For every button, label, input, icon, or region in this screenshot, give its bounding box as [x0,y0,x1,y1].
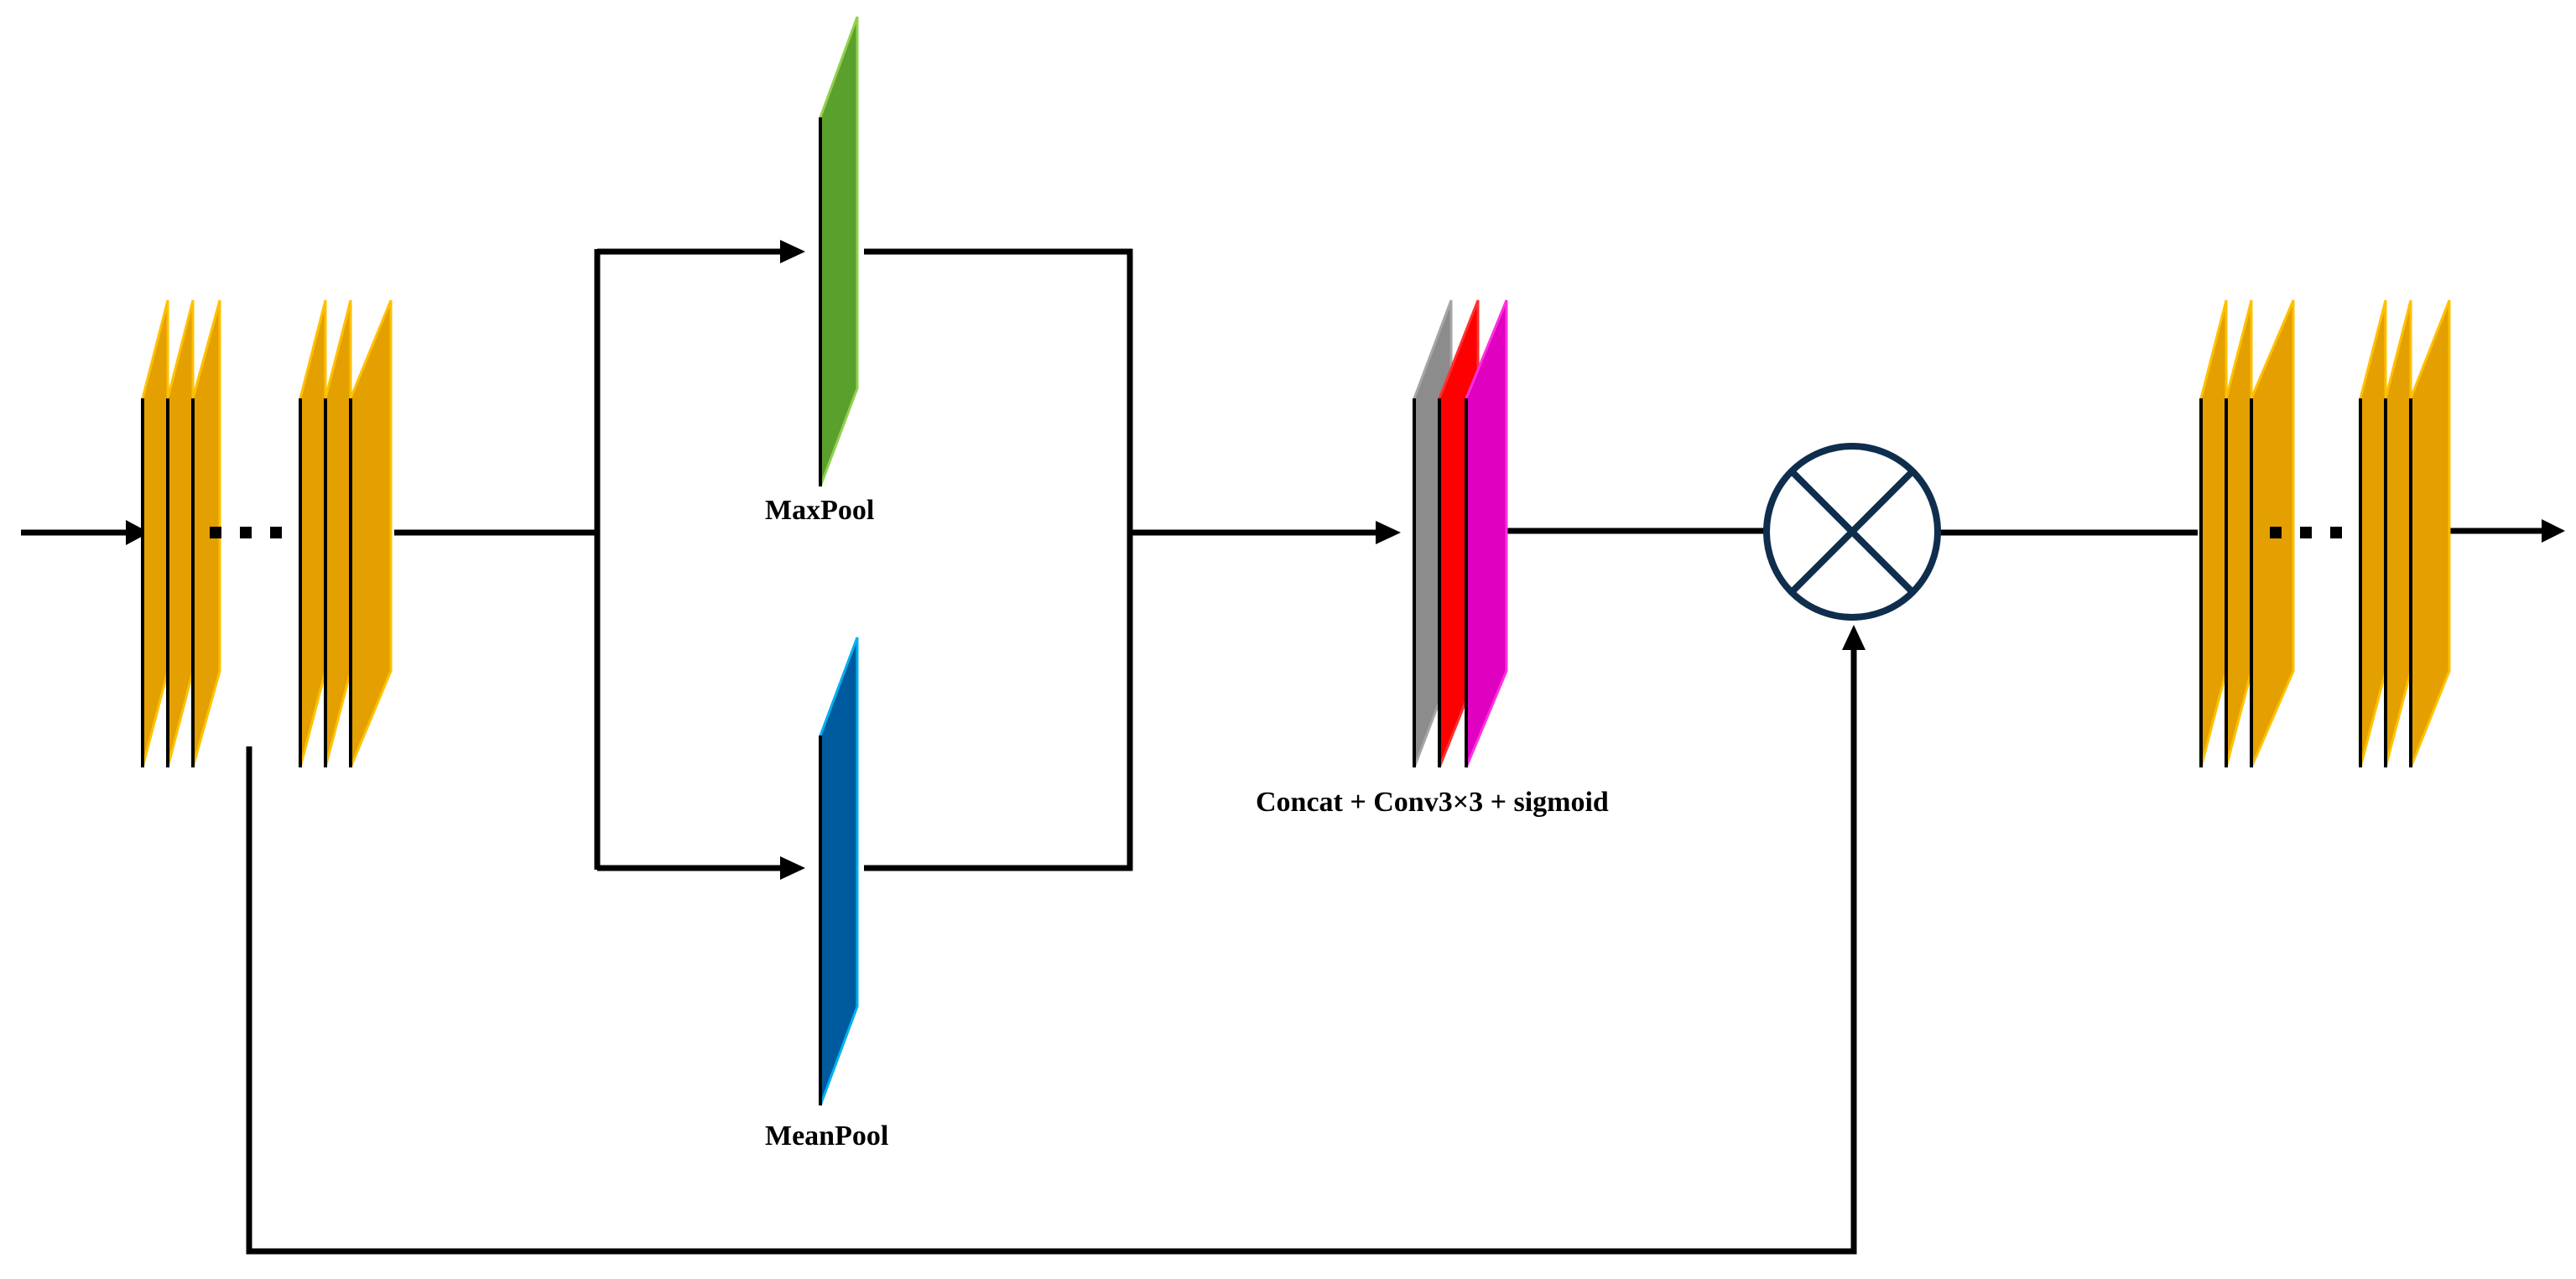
feature-map [349,299,393,768]
feature-map [166,299,195,768]
skip-arrowhead [1842,625,1866,650]
concat-maps [1413,299,1508,768]
skip-connection [246,650,1857,1255]
maxpool-arrowhead [780,240,805,263]
concat-map-magenta [1465,299,1508,768]
meanpool-arrowhead [780,856,805,880]
feature-map [299,299,327,768]
feature-map [2384,299,2412,768]
connections [21,240,2565,1255]
output-arrowhead [2542,519,2565,543]
concat-arrowhead [1376,521,1401,544]
circled-times-icon [1763,443,1941,621]
meanpool-map [819,637,859,1106]
ellipsis-dots [2270,527,2342,538]
maxpool-map [819,16,859,487]
feature-map [2359,299,2387,768]
feature-map [2199,299,2228,768]
output-feature-maps [2199,299,2451,768]
feature-map [2225,299,2253,768]
maxpool-label: MaxPool [765,495,875,526]
ellipsis-dots [210,527,282,538]
feature-map [191,299,221,768]
feature-map [2409,299,2451,768]
feature-map [141,299,169,768]
meanpool-label: MeanPool [765,1120,889,1152]
concat-conv-sigmoid-label: Concat + Conv3×3 + sigmoid [1256,787,1609,818]
feature-map [324,299,352,768]
input-feature-maps [141,299,393,768]
input-arrowhead [126,520,149,545]
